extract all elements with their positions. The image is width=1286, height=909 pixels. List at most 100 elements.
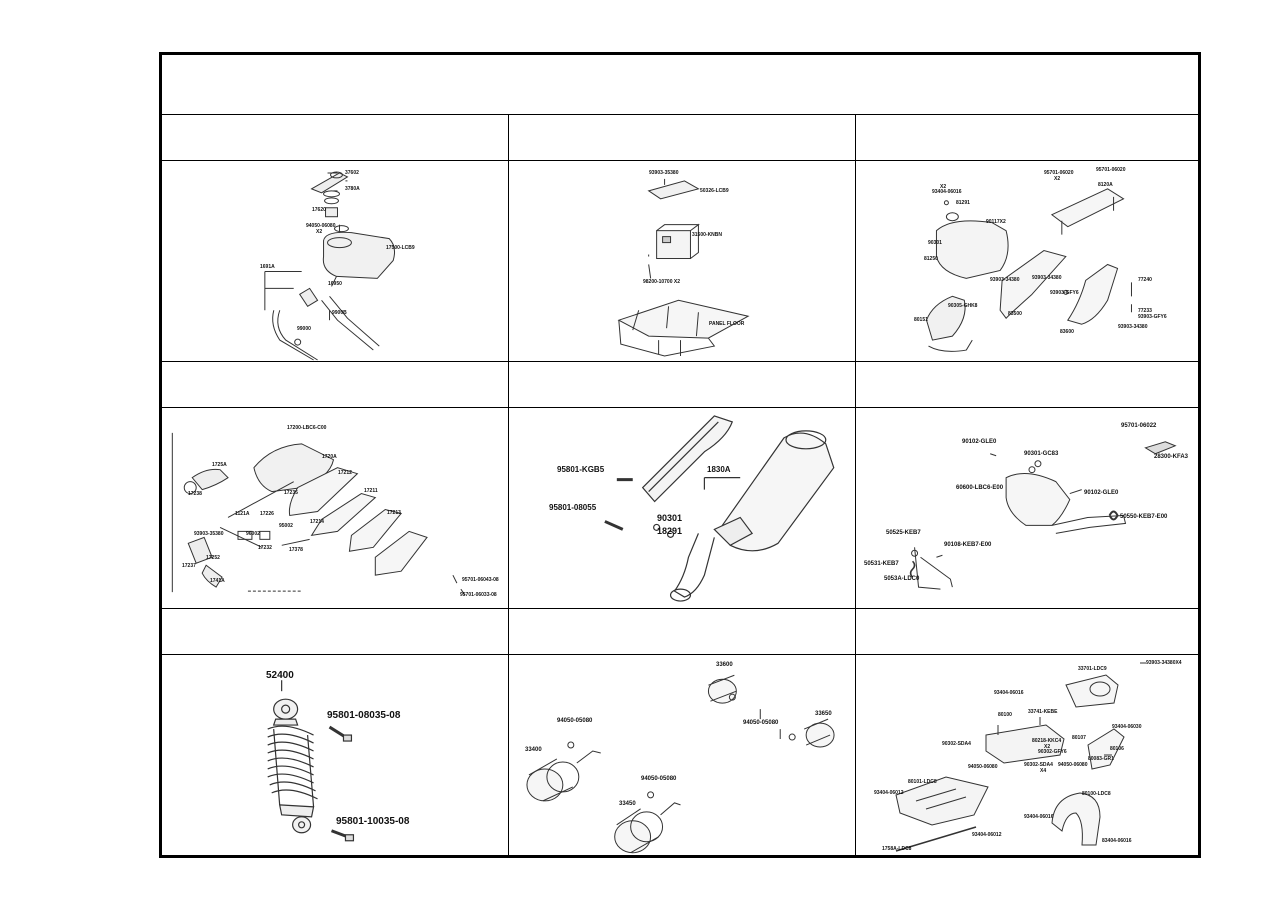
label-17235: 17235 bbox=[284, 490, 298, 496]
label-80100-ldc8: 80100-LDC8 bbox=[1082, 791, 1111, 797]
label-17232: 17232 bbox=[258, 545, 272, 551]
cell-muffler: 95801-KGB5 1830A 95801-08055 90301 18291 bbox=[509, 408, 855, 609]
label-50550-keb7-e00: 50550-KEB7-E00 bbox=[1120, 514, 1168, 520]
label-33450: 33450 bbox=[619, 801, 636, 807]
cell-header-battery bbox=[509, 115, 855, 161]
label-94050-05080-c: 94050-05080 bbox=[641, 776, 677, 782]
label-93404-06016: 93404-06016 bbox=[932, 189, 962, 195]
label-50326-LCB9: 50326-LCB9 bbox=[700, 188, 729, 194]
seat-cowl-drawing bbox=[925, 188, 1132, 352]
label-80106: 80106 bbox=[1110, 746, 1124, 752]
label-x2-b: X2 bbox=[1054, 176, 1061, 182]
label-83404-06016: 83404-06016 bbox=[1102, 838, 1132, 844]
label-94050-06080-a: 94050-06080 bbox=[968, 764, 998, 770]
label-33741-kebe: 33741-KEBE bbox=[1028, 709, 1058, 715]
label-93903-34380x4: 93903-34380X4 bbox=[1146, 660, 1182, 666]
rear-shock-drawing bbox=[267, 680, 355, 842]
label-50525-keb7: 50525-KEB7 bbox=[886, 530, 921, 536]
label-17213: 17213 bbox=[387, 510, 401, 516]
label-80083-gr1: 80083-GR1 bbox=[1088, 756, 1114, 762]
label-95801-08055: 95801-08055 bbox=[549, 503, 597, 512]
label-93903-gfy6-a: 93903-GFY6 bbox=[1050, 290, 1079, 296]
label-17237: 17237 bbox=[182, 563, 196, 569]
grid-column-2: 93903-35380 50326-LCB9 31500-KNBN 98200-… bbox=[509, 115, 856, 855]
cell-seat-cowl: X2 93404-06016 81291 90117X2 90301 81250… bbox=[856, 161, 1198, 362]
label-9900B: 9900B bbox=[332, 310, 347, 316]
label-77240: 77240 bbox=[1138, 277, 1152, 283]
label-90108-keb7-e00: 90108-KEB7-E00 bbox=[944, 542, 992, 548]
label-96002: 96002 bbox=[246, 531, 260, 537]
label-95701-06020-b: 95701-06020 bbox=[1096, 167, 1126, 173]
label-80218-kkc4: 80218-KKC4 bbox=[1032, 738, 1062, 744]
label-90301-gc83: 90301-GC83 bbox=[1024, 451, 1059, 457]
label-93903-35380: 93903-35380 bbox=[194, 531, 224, 537]
label-60600-lbc6-e00: 60600-LBC6-E00 bbox=[956, 485, 1004, 491]
label-90302-gfy6: 90302-GFY6 bbox=[1038, 749, 1067, 755]
label-x2: X2 bbox=[1044, 744, 1051, 750]
label-17620: 17620 bbox=[312, 207, 326, 213]
label-90302-sda4-a: 90302-SDA4 bbox=[942, 741, 971, 747]
label-83500: 83500 bbox=[1008, 311, 1022, 317]
label-90117x2: 90117X2 bbox=[986, 219, 1006, 225]
label-3780A: 3780A bbox=[345, 186, 360, 192]
label-94050-06080: 94050-06080 bbox=[306, 223, 336, 229]
label-17252: 17252 bbox=[206, 555, 220, 561]
label-28300-kfa3: 28300-KFA3 bbox=[1154, 454, 1189, 460]
label-31500-KNBN: 31500-KNBN bbox=[692, 232, 723, 238]
label-33701-ldc9: 33701-LDC9 bbox=[1078, 666, 1107, 672]
label-8120A: 8120A bbox=[1098, 182, 1113, 188]
label-93903-gfy6-b: 93903-GFY6 bbox=[1138, 314, 1167, 320]
label-1691A: 1691A bbox=[260, 264, 275, 270]
label-90302-sda4-b: 90302-SDA4 bbox=[1024, 762, 1053, 768]
label-98200-10700-x2: 98200-10700 X2 bbox=[643, 279, 680, 285]
label-17212: 17212 bbox=[338, 470, 352, 476]
label-95701-06033-08: 95701-06033-08 bbox=[460, 592, 497, 598]
label-80151: 80151 bbox=[914, 317, 928, 323]
label-1741A: 1741A bbox=[210, 578, 225, 584]
label-81250: 81250 bbox=[924, 256, 938, 262]
label-94050-05080-b: 94050-05080 bbox=[743, 720, 779, 726]
turn-signals-drawing bbox=[526, 674, 835, 854]
label-1720A: 1720A bbox=[322, 454, 337, 460]
label-x2: X2 bbox=[316, 229, 323, 235]
label-94050-06080-b: 94050-06080 bbox=[1058, 762, 1088, 768]
label-80100: 80100 bbox=[998, 712, 1012, 718]
rear-fender-drawing bbox=[895, 662, 1146, 852]
label-95801-kgb5: 95801-KGB5 bbox=[557, 465, 605, 474]
label-5053a-ldc0: 5053A-LDC0 bbox=[884, 576, 920, 582]
parts-sheet: 37602 3780A 17620 94050-06080 X2 17500-L… bbox=[159, 52, 1201, 858]
label-93404-06012-a: 93404-06012 bbox=[874, 790, 904, 796]
label-37602: 37602 bbox=[345, 170, 359, 176]
grid-column-3: X2 93404-06016 81291 90117X2 90301 81250… bbox=[856, 115, 1198, 855]
label-93404-06016-a: 93404-06016 bbox=[994, 690, 1024, 696]
cell-header-air-cleaner bbox=[162, 362, 508, 408]
label-93404-06012-b: 93404-06012 bbox=[972, 832, 1002, 838]
label-50531-keb7: 50531-KEB7 bbox=[864, 561, 899, 567]
cell-header-stand bbox=[856, 362, 1198, 408]
label-33650: 33650 bbox=[815, 711, 832, 717]
label-16950: 16950 bbox=[328, 281, 342, 287]
label-17378: 17378 bbox=[289, 547, 303, 553]
label-93903-34380-a: 93903-34380 bbox=[1032, 275, 1062, 281]
label-93903-35380: 93903-35380 bbox=[649, 170, 679, 176]
cell-turn-signals: 33600 94050-05080 94050-05080 33650 3340… bbox=[509, 655, 855, 855]
label-95002: 95002 bbox=[279, 523, 293, 529]
sheet-title-row bbox=[162, 55, 1198, 115]
label-90102-gle0-a: 90102-GLE0 bbox=[962, 439, 997, 445]
label-x4: X4 bbox=[1040, 768, 1047, 774]
label-93404-06030: 93404-06030 bbox=[1112, 724, 1142, 730]
label-52400: 52400 bbox=[266, 670, 294, 681]
label-99000: 99000 bbox=[297, 326, 311, 332]
cell-header-fuel-tank bbox=[162, 115, 508, 161]
cell-stand: 95701-06022 90102-GLE0 90301-GC83 28300-… bbox=[856, 408, 1198, 609]
label-33400: 33400 bbox=[525, 747, 542, 753]
label-95701-06020-a: 95701-06020 bbox=[1044, 170, 1074, 176]
label-x2-a: X2 bbox=[940, 184, 947, 190]
label-90102-gle0-b: 90102-GLE0 bbox=[1084, 490, 1119, 496]
grid-column-1: 37602 3780A 17620 94050-06080 X2 17500-L… bbox=[162, 115, 509, 855]
label-17238: 17238 bbox=[188, 491, 202, 497]
muffler-drawing bbox=[604, 415, 835, 602]
label-95801-10035-08: 95801-10035-08 bbox=[336, 816, 410, 827]
cell-header-rear-fender bbox=[856, 609, 1198, 655]
label-93404-06016-b: 93404-06016 bbox=[1024, 814, 1054, 820]
